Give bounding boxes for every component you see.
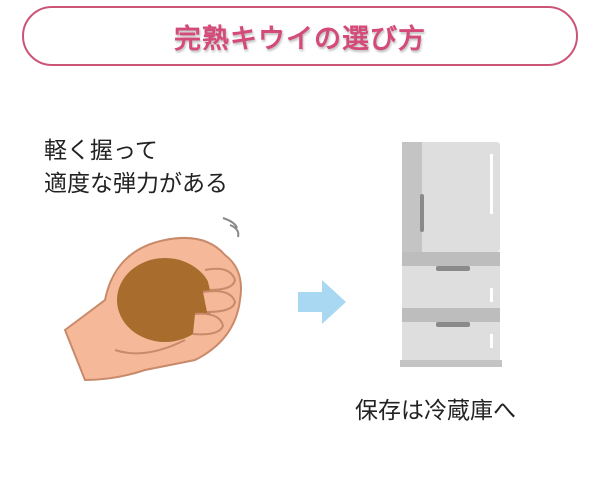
right-arrow-icon [298, 280, 346, 324]
refrigerator-illustration [400, 142, 502, 367]
kiwi-icon [117, 258, 213, 342]
page-title: 完熟キウイの選び方 [174, 23, 426, 55]
hand-holding-kiwi-illustration [63, 217, 242, 382]
storage-caption: 保存は冷蔵庫へ [355, 398, 516, 424]
squeeze-caption-line2: 適度な弾力がある [44, 171, 228, 197]
squeeze-caption: 軽く握って 適度な弾力がある [44, 135, 228, 201]
squeeze-caption-line1: 軽く握って [44, 138, 158, 164]
title-banner: 完熟キウイの選び方 [22, 6, 578, 66]
